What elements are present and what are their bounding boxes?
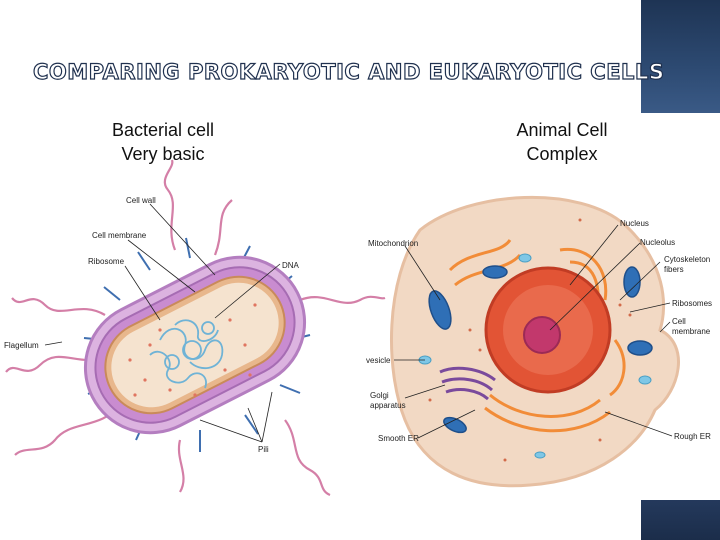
label-rough-er: Rough ER	[674, 432, 711, 441]
bacterial-cell-title: Bacterial cell	[111, 120, 215, 140]
label-cell-membrane: Cell membrane	[92, 231, 147, 240]
animal-cell-subtitle: Complex	[526, 144, 598, 164]
bacterium-illustration	[5, 159, 386, 497]
label-flagellum: Flagellum	[4, 341, 39, 350]
corner-accent-bottom	[641, 500, 720, 540]
label-ribosome: Ribosome	[88, 257, 125, 266]
animal-leader-lines	[394, 224, 673, 439]
animal-ribosomes	[428, 218, 632, 462]
bacterial-labels: Cell wall Cell membrane Ribosome DNA Fla…	[4, 196, 300, 454]
animal-cell-heading: Animal Cell Complex	[488, 118, 636, 166]
mitochondria	[428, 265, 653, 434]
label-cytoskeleton-line1: Cytoskeleton	[664, 255, 710, 264]
label-dna: DNA	[282, 261, 300, 270]
label-smooth-er: Smooth ER	[378, 434, 419, 443]
vesicles	[418, 253, 652, 459]
nucleolus	[523, 316, 561, 354]
slide-title: COMPARING PROKARYOTIC AND EUKARYOTIC CEL…	[32, 59, 665, 84]
animal-cell-illustration	[390, 196, 680, 488]
label-nucleus: Nucleus	[620, 219, 649, 228]
bacterial-cell-heading: Bacterial cell Very basic	[88, 118, 238, 166]
label-pili: Pili	[258, 445, 269, 454]
animal-labels: Mitochondrion Nucleus Nucleolus Cytoskel…	[366, 219, 712, 443]
endoplasmic-reticulum	[448, 239, 626, 433]
bacterium-cytoplasm	[111, 282, 279, 408]
corner-accent-top	[641, 0, 720, 113]
bacterial-dna	[149, 319, 224, 389]
label-ribosomes: Ribosomes	[672, 299, 712, 308]
animal-cell-title: Animal Cell	[516, 120, 608, 140]
flagella	[5, 159, 386, 497]
label-cell-membrane-line2: membrane	[672, 327, 711, 336]
label-cell-wall: Cell wall	[126, 196, 156, 205]
ribosome-dots	[128, 303, 257, 397]
label-mitochondrion: Mitochondrion	[368, 239, 418, 248]
bacterial-leader-lines	[44, 203, 281, 443]
label-golgi-line2: apparatus	[370, 401, 406, 410]
bacterial-cell-subtitle: Very basic	[121, 144, 205, 164]
label-cytoskeleton-line2: fibers	[664, 265, 684, 274]
label-vesicle: vesicle	[366, 356, 391, 365]
label-cell-membrane-line1: Cell	[672, 317, 686, 326]
label-golgi-line1: Golgi	[370, 391, 389, 400]
label-nucleolus: Nucleolus	[640, 238, 675, 247]
golgi-apparatus	[439, 366, 496, 401]
